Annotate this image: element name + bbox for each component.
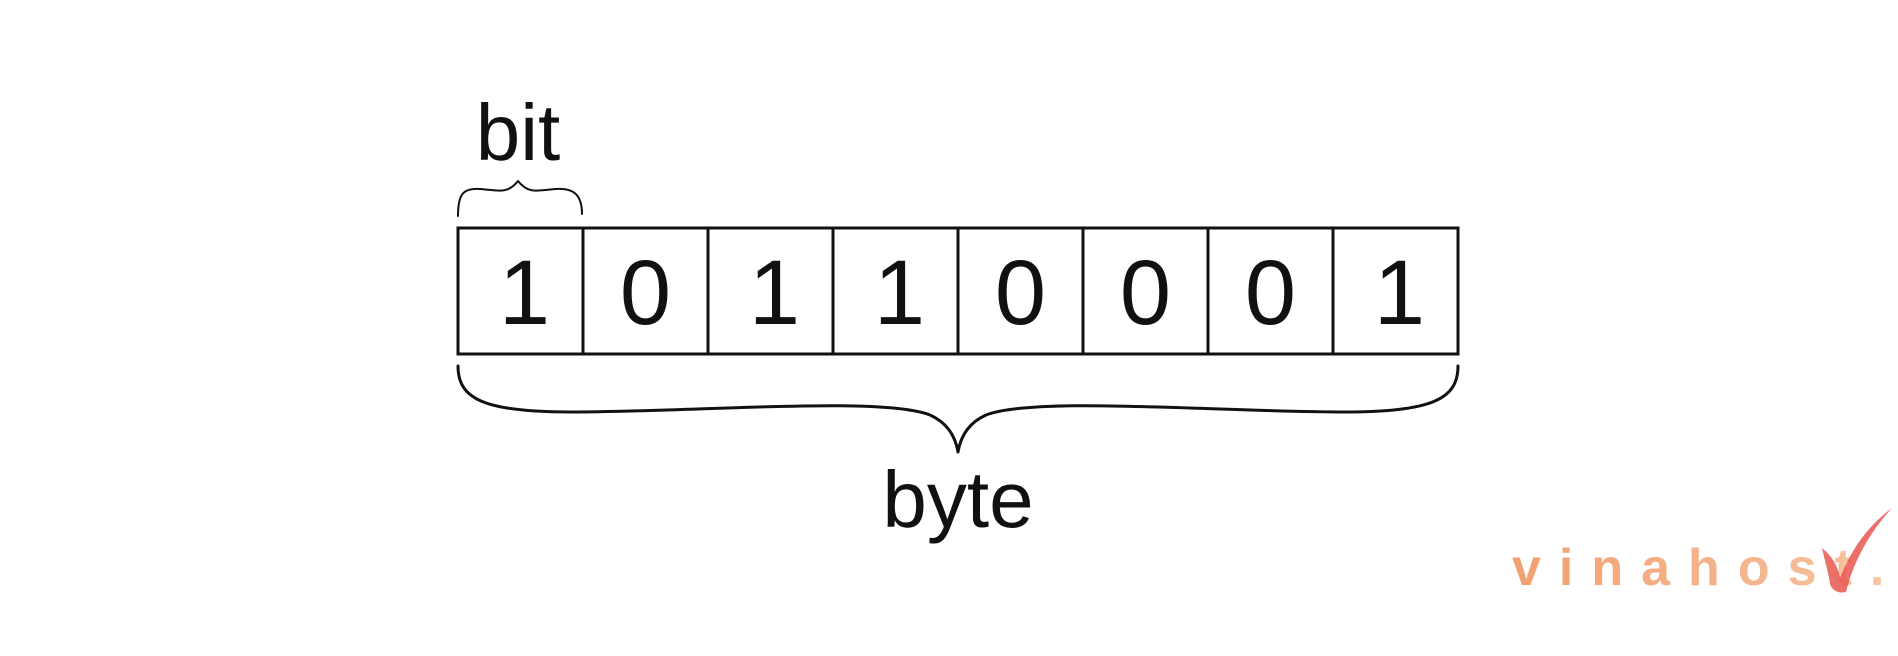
bit-cell: 1 <box>456 226 585 356</box>
byte-label: byte <box>882 455 1033 544</box>
bit-cell: 1 <box>706 226 835 356</box>
bit-value: 1 <box>1374 242 1425 344</box>
check-mark-icon <box>1822 508 1892 593</box>
bit-cell-box <box>1331 226 1460 356</box>
bit-value: 1 <box>874 242 925 344</box>
bit-cell: 0 <box>956 226 1085 356</box>
bit-value: 0 <box>995 242 1046 344</box>
bit-cell: 1 <box>831 226 960 356</box>
bit-cell: 0 <box>1081 226 1210 356</box>
bit-cell: 1 <box>1331 226 1460 356</box>
bit-cell-box <box>581 226 710 356</box>
bit-cell-box <box>456 226 585 356</box>
bit-value: 0 <box>1120 242 1171 344</box>
byte-brace <box>456 364 1460 454</box>
bit-value: 0 <box>1245 242 1296 344</box>
bit-cell-box <box>1206 226 1335 356</box>
bit-cell: 0 <box>581 226 710 356</box>
vinahost-logo: vinahost. <box>1512 508 1892 597</box>
bit-cell: 0 <box>1206 226 1335 356</box>
bit-cell-box <box>706 226 835 356</box>
bit-label: bit <box>476 88 561 177</box>
bit-cell-box <box>1081 226 1210 356</box>
bit-value: 0 <box>620 242 671 344</box>
bit-value: 1 <box>749 242 800 344</box>
bit-brace <box>457 180 583 217</box>
bit-value: 1 <box>499 242 550 344</box>
bit-cell-box <box>956 226 1085 356</box>
